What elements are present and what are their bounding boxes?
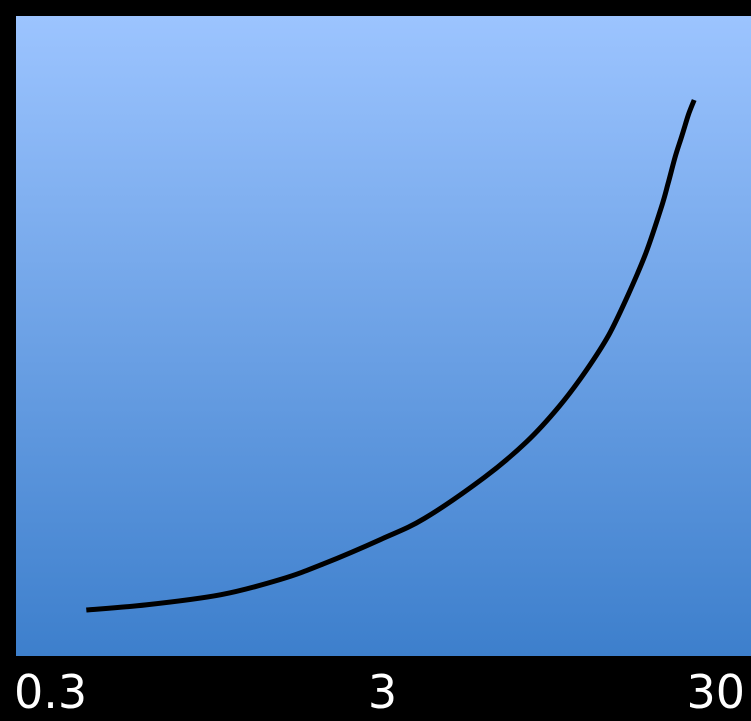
x-tick-label-1: 3	[368, 665, 397, 719]
plot-area	[16, 16, 751, 656]
series-line-0	[86, 99, 697, 613]
x-tick-label-0: 0.3	[14, 665, 87, 719]
x-tick-labels: 0.3 3 30	[14, 665, 745, 719]
x-tick-label-2: 30	[686, 665, 745, 719]
